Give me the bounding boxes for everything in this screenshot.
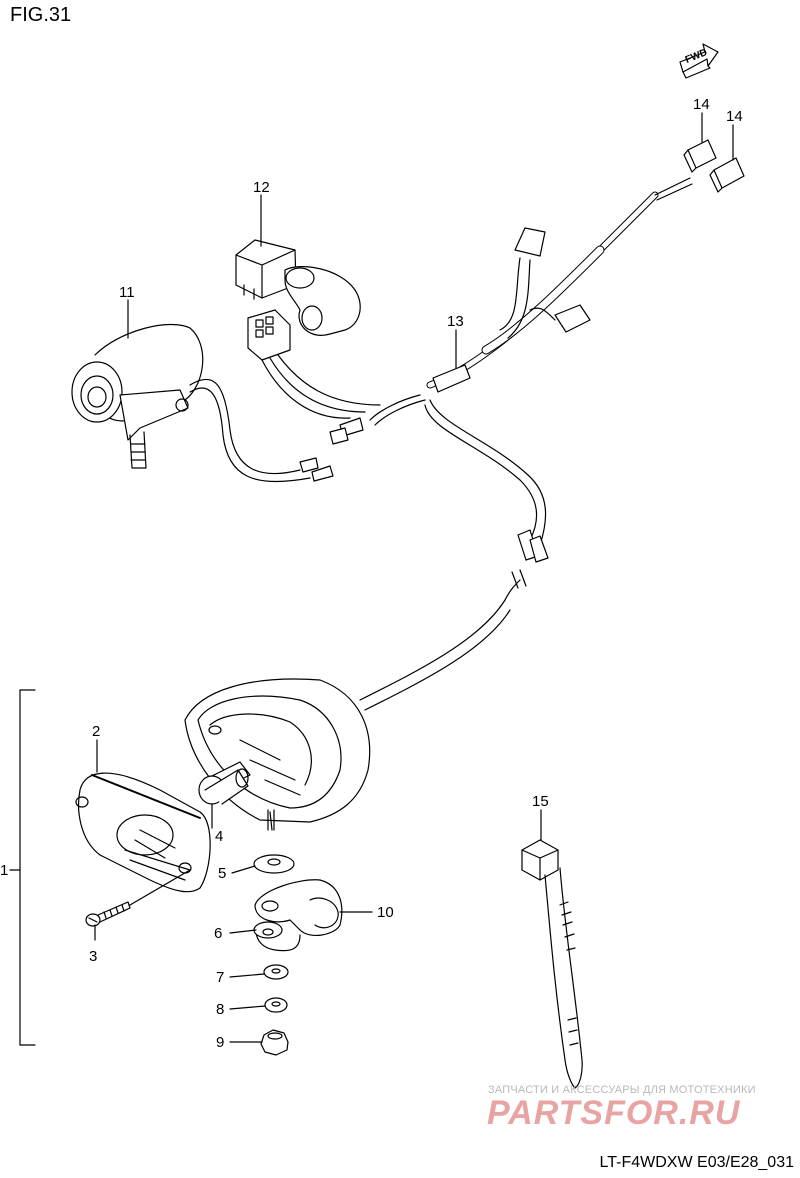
- watermark-tagline: ЗАПЧАСТИ И АКСЕССУАРЫ ДЛЯ МОТОТЕХНИКИ: [488, 1084, 756, 1096]
- spring-washer-part: [264, 997, 288, 1013]
- leader-lines: [9, 112, 734, 1046]
- bracket-clamp-part: [253, 879, 343, 952]
- callout-9: 9: [216, 1034, 225, 1051]
- callout-15: 15: [532, 793, 549, 810]
- bulb-part: [204, 768, 249, 805]
- callout-5: 5: [218, 865, 227, 882]
- relay-part: [235, 239, 381, 445]
- screw-part: [85, 901, 131, 927]
- callout-4: 4: [215, 828, 224, 845]
- spot-lamp-part: [71, 323, 334, 483]
- callout-13: 13: [447, 313, 464, 330]
- washer-small-part: [263, 964, 289, 980]
- cable-tie-part: [521, 839, 583, 1089]
- callout-1: 1: [0, 862, 9, 879]
- wiring-harness-part: [369, 177, 693, 601]
- callout-12: 12: [253, 179, 270, 196]
- washer-part: [253, 854, 295, 874]
- callout-10: 10: [377, 904, 394, 921]
- fwd-arrow-icon: [679, 43, 719, 79]
- callout-6: 6: [214, 925, 223, 942]
- callout-3: 3: [89, 948, 98, 965]
- tail-lamp-lens-part: [75, 772, 211, 893]
- callout-7: 7: [216, 969, 225, 986]
- figure-label: FIG.31: [10, 4, 72, 26]
- connector-cap-part: [683, 139, 745, 193]
- callout-14-left: 14: [693, 96, 710, 113]
- nut-part: [260, 1029, 289, 1056]
- callout-8: 8: [216, 1001, 225, 1018]
- callout-14-right: 14: [726, 108, 743, 125]
- watermark-logo: PARTSFOR.RU: [487, 1094, 741, 1132]
- callout-11: 11: [119, 284, 135, 301]
- model-code: LT-F4WDXW E03/E28_031: [599, 1154, 794, 1171]
- callout-2: 2: [92, 723, 101, 740]
